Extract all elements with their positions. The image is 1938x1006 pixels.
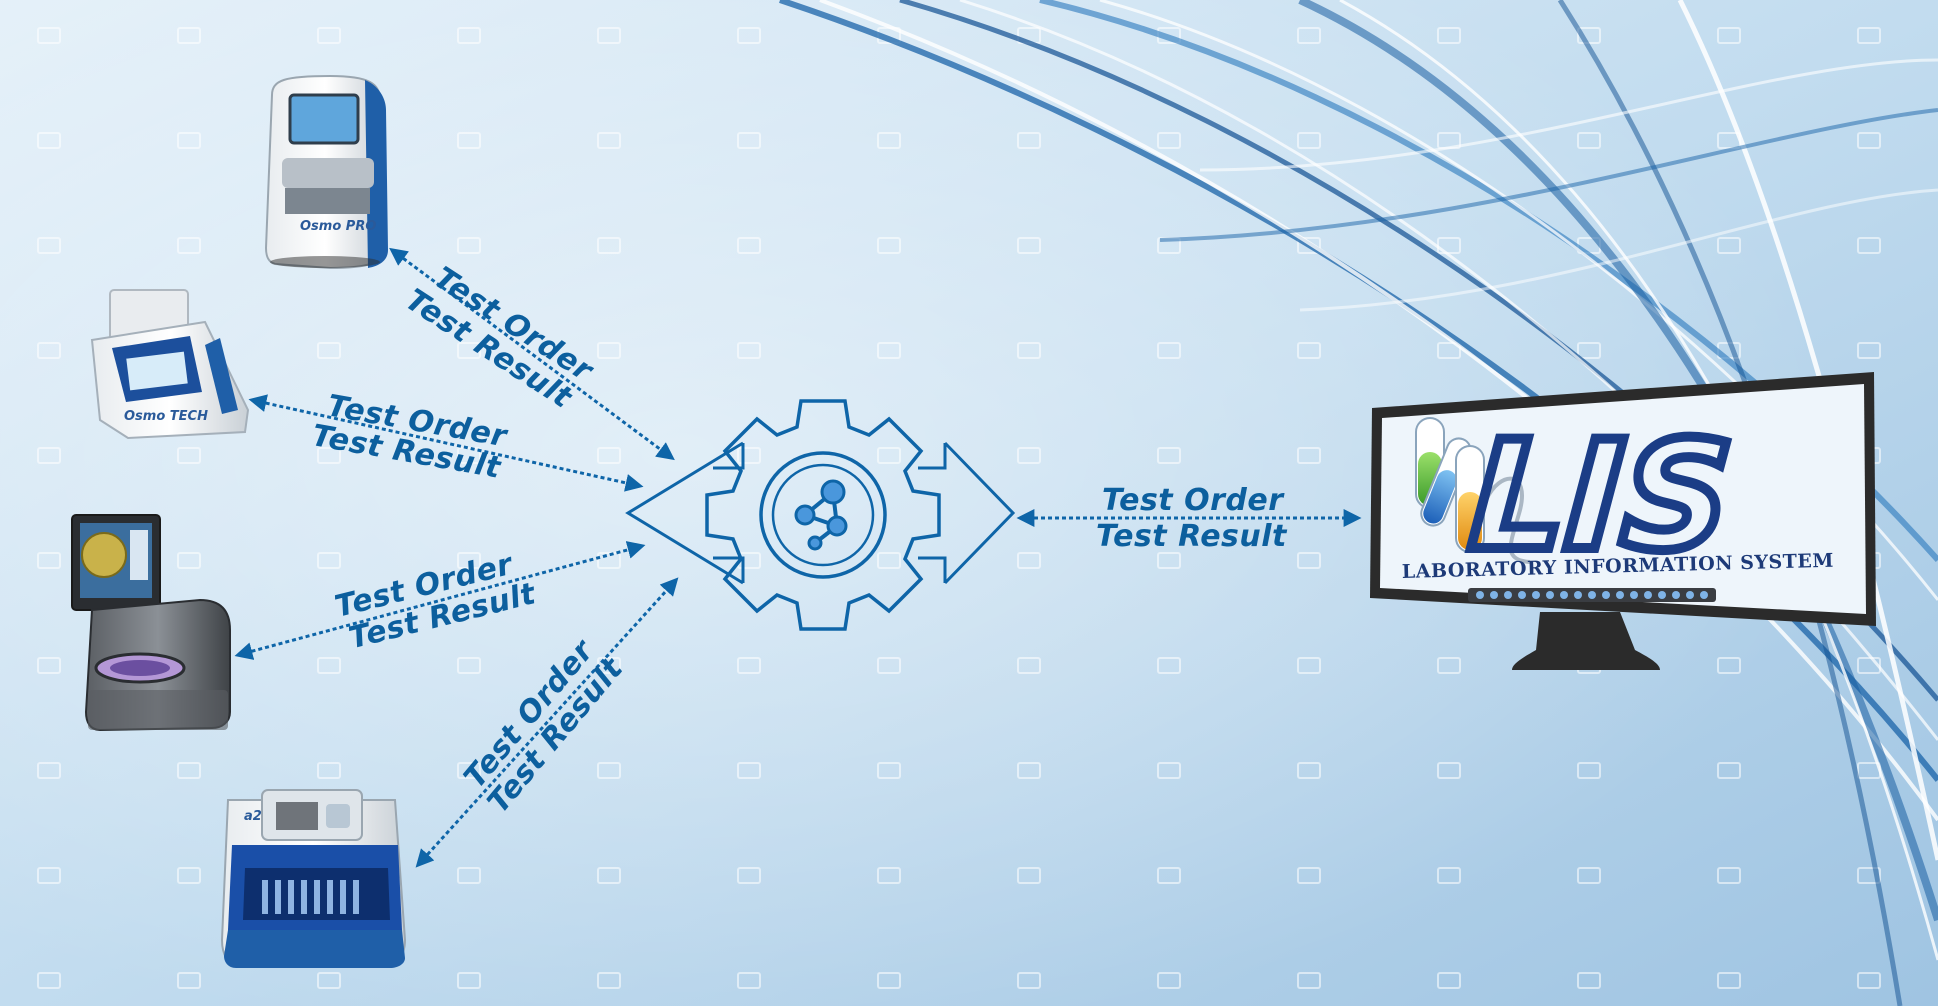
connection-line-4 [415,577,679,868]
integration-hub [625,399,1016,631]
lis-dock [1468,588,1716,602]
sample-processor-brand-label: a2 [244,809,262,824]
instrument-osmometer-analyzer: Osmo PRO [264,74,388,270]
instrument-colony-counter [71,514,231,732]
instrument-benchtop-analyzer: Osmo TECH [90,289,250,440]
conn-lis-order-label: Test Order [1102,483,1285,518]
lis-monitor: LIS LABORATORY INFORMATION SYSTEM [1370,372,1876,670]
osmometer-brand-label: Osmo PRO [300,219,376,234]
hub-left-arrow [625,441,745,585]
hub-right-arrow [918,441,1016,585]
connection-line-2 [248,394,644,492]
connection-lines [234,247,1362,868]
test-tubes-icon [1415,417,1531,564]
instrument-sample-processor: a2 [220,789,407,968]
lis-logo-text: LIS [1465,410,1737,584]
benchtop-brand-label: Osmo TECH [124,409,208,424]
conn-lis-result-label: Test Result [1096,519,1288,554]
network-gear-icon [705,399,941,631]
